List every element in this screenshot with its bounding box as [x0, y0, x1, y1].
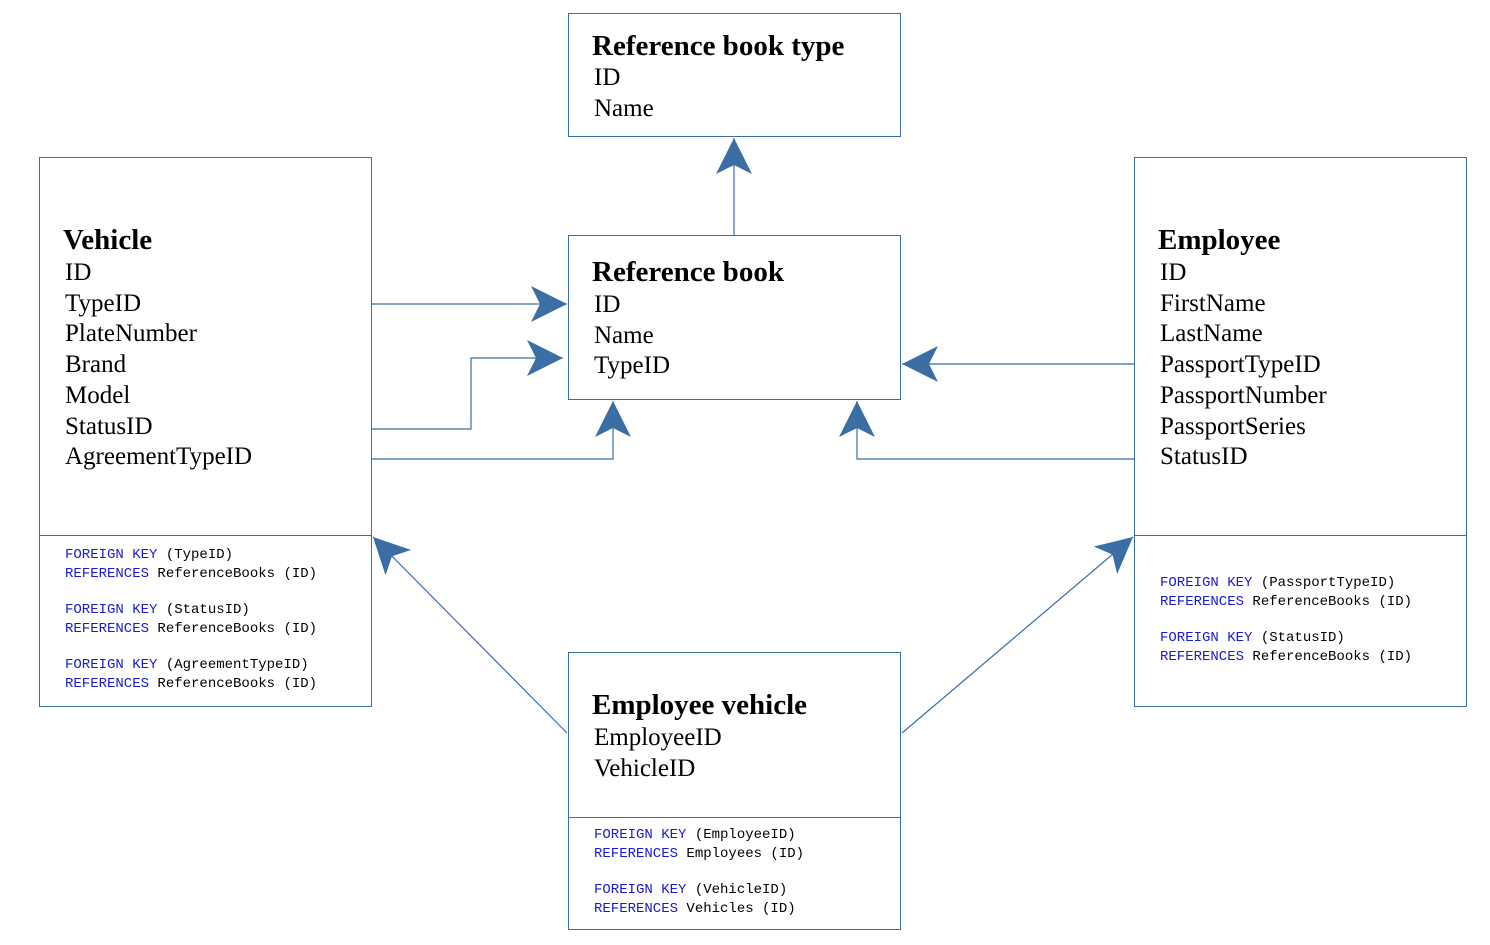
field-item: LastName — [1160, 320, 1263, 348]
fk-keyword: FOREIGN KEY — [594, 882, 687, 898]
references-keyword: REFERENCES — [65, 676, 150, 692]
connector-vehicle-statusid — [372, 340, 563, 430]
connector-vehicle-agreementtypeid — [372, 401, 631, 460]
field-item: VehicleID — [594, 754, 696, 782]
entity-vehicle: Vehicle ID TypeID PlateNumber Brand Mode… — [39, 157, 372, 707]
foreign-key-list: FOREIGN KEY (TypeID) REFERENCES Referenc… — [65, 546, 317, 694]
field-item: Name — [594, 94, 654, 122]
field-item: ID — [594, 291, 621, 318]
foreign-key-item: FOREIGN KEY (TypeID) REFERENCES Referenc… — [65, 546, 317, 584]
field-item: PlateNumber — [65, 320, 197, 348]
fk-reference: ReferenceBooks (ID) — [149, 676, 318, 692]
fk-column: (StatusID) — [1252, 630, 1345, 646]
entity-employee-vehicle: Employee vehicle EmployeeID VehicleID FO… — [568, 652, 901, 930]
foreign-key-item: FOREIGN KEY (AgreementTypeID) REFERENCES… — [65, 656, 317, 694]
entity-title: Reference book — [592, 256, 784, 288]
section-divider — [40, 535, 371, 536]
field-item: ID — [1160, 259, 1187, 286]
field-list: ID Name TypeID — [594, 290, 670, 382]
fk-column: (TypeID) — [157, 547, 234, 563]
field-item: Name — [594, 321, 654, 349]
section-divider — [569, 817, 900, 818]
fk-column: (VehicleID) — [686, 882, 788, 898]
foreign-key-list: FOREIGN KEY (PassportTypeID) REFERENCES … — [1160, 574, 1412, 667]
connector-employeevehicle-to-employee — [901, 536, 1134, 734]
foreign-key-item: FOREIGN KEY (VehicleID) REFERENCES Vehic… — [594, 881, 804, 919]
fk-reference: ReferenceBooks (ID) — [149, 621, 318, 637]
fk-keyword: FOREIGN KEY — [65, 547, 158, 563]
field-item: ID — [65, 259, 92, 286]
field-list: EmployeeID VehicleID — [594, 723, 722, 784]
fk-column: (PassportTypeID) — [1252, 575, 1396, 591]
field-item: PassportSeries — [1160, 412, 1306, 440]
foreign-key-list: FOREIGN KEY (EmployeeID) REFERENCES Empl… — [594, 826, 804, 919]
fk-reference: ReferenceBooks (ID) — [149, 566, 318, 582]
entity-title: Reference book type — [592, 30, 845, 62]
fk-keyword: FOREIGN KEY — [594, 827, 687, 843]
fk-column: (AgreementTypeID) — [157, 657, 309, 673]
connector-employee-statusid — [839, 401, 1134, 460]
section-divider — [1135, 535, 1466, 536]
field-item: FirstName — [1160, 289, 1266, 317]
field-list: ID FirstName LastName PassportTypeID Pas… — [1160, 258, 1327, 473]
field-item: PassportNumber — [1160, 381, 1327, 409]
references-keyword: REFERENCES — [65, 566, 150, 582]
entity-title: Employee vehicle — [592, 689, 808, 721]
field-item: TypeID — [65, 289, 142, 317]
connector-employeevehicle-to-vehicle — [372, 536, 568, 734]
fk-reference: Employees (ID) — [678, 846, 805, 862]
fk-keyword: FOREIGN KEY — [1160, 630, 1253, 646]
entity-reference-book-type: Reference book type ID Name — [568, 13, 901, 137]
entity-title: Employee — [1158, 224, 1281, 256]
field-item: StatusID — [65, 412, 153, 440]
entity-reference-book: Reference book ID Name TypeID — [568, 235, 901, 400]
references-keyword: REFERENCES — [594, 901, 679, 917]
references-keyword: REFERENCES — [1160, 649, 1245, 665]
fk-keyword: FOREIGN KEY — [1160, 575, 1253, 591]
field-list: ID Name — [594, 63, 654, 124]
fk-column: (EmployeeID) — [686, 827, 796, 843]
references-keyword: REFERENCES — [594, 846, 679, 862]
entity-title: Vehicle — [63, 224, 153, 256]
field-item: EmployeeID — [594, 724, 722, 751]
foreign-key-item: FOREIGN KEY (EmployeeID) REFERENCES Empl… — [594, 826, 804, 864]
fk-keyword: FOREIGN KEY — [65, 657, 158, 673]
entity-employee: Employee ID FirstName LastName PassportT… — [1134, 157, 1467, 707]
references-keyword: REFERENCES — [1160, 594, 1245, 610]
field-item: Brand — [65, 351, 127, 379]
field-list: ID TypeID PlateNumber Brand Model Status… — [65, 258, 252, 473]
references-keyword: REFERENCES — [65, 621, 150, 637]
foreign-key-item: FOREIGN KEY (StatusID) REFERENCES Refere… — [1160, 629, 1412, 667]
foreign-key-item: FOREIGN KEY (PassportTypeID) REFERENCES … — [1160, 574, 1412, 612]
fk-reference: Vehicles (ID) — [678, 901, 796, 917]
foreign-key-item: FOREIGN KEY (StatusID) REFERENCES Refere… — [65, 601, 317, 639]
field-item: StatusID — [1160, 443, 1248, 471]
fk-keyword: FOREIGN KEY — [65, 602, 158, 618]
fk-column: (StatusID) — [157, 602, 250, 618]
field-item: PassportTypeID — [1160, 351, 1321, 379]
fk-reference: ReferenceBooks (ID) — [1244, 649, 1413, 665]
field-item: Model — [65, 381, 131, 409]
field-item: AgreementTypeID — [65, 443, 253, 471]
field-item: TypeID — [594, 352, 671, 380]
field-item: ID — [594, 64, 621, 91]
fk-reference: ReferenceBooks (ID) — [1244, 594, 1413, 610]
